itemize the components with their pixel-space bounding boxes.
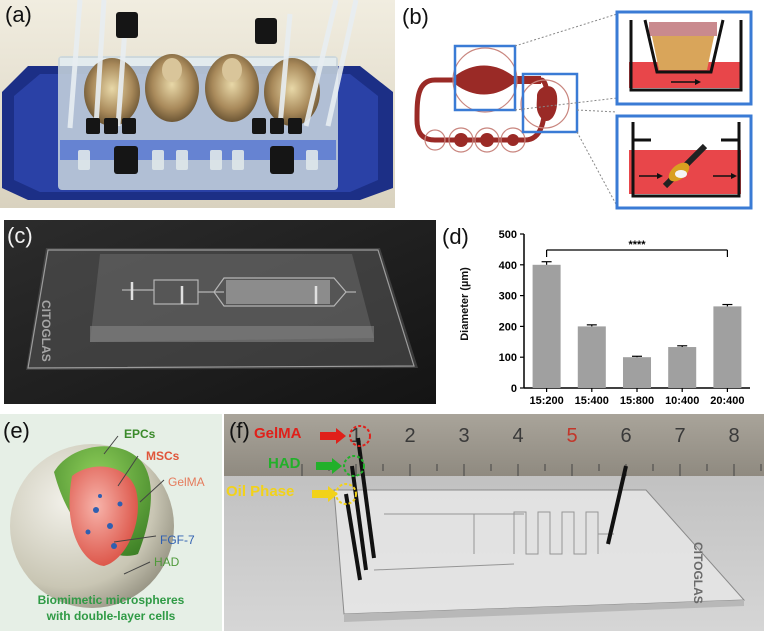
label-epcs: EPCs	[124, 427, 156, 441]
x-tick-label: 15:800	[620, 395, 654, 407]
bar-chart: Diameter (µm) 010020030040050015:20015:4…	[499, 229, 750, 407]
panel-c: CITOGLAS (c)	[4, 220, 436, 404]
highlight-box-1	[453, 44, 517, 112]
label-fgf7: FGF-7	[160, 533, 195, 547]
caption-line-2: with double-layer cells	[46, 609, 176, 623]
panel-e: EPCs MSCs GelMA FGF-7 HAD Biomimetic mic…	[0, 414, 222, 631]
x-tick-label: 20:400	[710, 395, 744, 407]
ruler	[224, 414, 764, 476]
bar-20:400	[713, 306, 742, 388]
culture-chambers	[84, 54, 320, 126]
panel-f: 1 2 3 4 5 6 7 8 CITOGLAS GelMA HAD Oil Phase (f…	[224, 414, 764, 631]
y-tick-label: 300	[499, 291, 517, 303]
inset-bottom	[615, 114, 753, 210]
slide-brand-text: CITOGLAS	[691, 542, 705, 604]
caption-line-1: Biomimetic microspheres	[38, 593, 185, 607]
panel-f-photo: 1 2 3 4 5 6 7 8 CITOGLAS	[224, 414, 764, 631]
serpentine-channel	[373, 511, 614, 571]
ruler-number: 2	[404, 425, 415, 447]
bar-15:200	[532, 264, 561, 388]
x-tick-label: 10:400	[665, 395, 699, 407]
y-tick-label: 200	[499, 321, 517, 333]
panel-d: Diameter (µm) 0 100 200 300 400 500 15:200 15:4…	[440, 222, 764, 410]
ruler-number: 1	[350, 425, 361, 447]
panel-label-a: (a)	[5, 2, 32, 27]
ruler-number: 8	[728, 425, 739, 447]
significance-label: ****	[628, 239, 646, 251]
inlet-needles	[344, 437, 628, 581]
microchannel	[122, 277, 356, 307]
inset-top	[615, 10, 753, 106]
panel-label-b: (b)	[402, 4, 429, 29]
ruler-number: 7	[674, 425, 685, 447]
bar-10:400	[668, 347, 697, 388]
x-tick-label: 15:200	[529, 395, 563, 407]
panel-b-schematic	[395, 0, 764, 216]
ruler-number: 3	[458, 425, 469, 447]
panel-a: (a)	[0, 0, 395, 208]
annotation-lines	[103, 435, 165, 575]
label-had: HAD	[154, 555, 180, 569]
ruler-number: 5	[566, 425, 577, 447]
y-axis-title: Diameter (µm)	[459, 267, 471, 341]
input-label-gelma: GelMA	[254, 425, 302, 442]
panel-label-d: (d)	[442, 224, 469, 249]
label-gelma: GelMA	[168, 475, 205, 489]
y-tick-label: 500	[499, 229, 517, 241]
panel-a-photo	[0, 0, 395, 208]
label-mscs: MSCs	[146, 449, 180, 463]
ruler-number: 4	[512, 425, 523, 447]
black-caps	[86, 12, 302, 174]
panel-label-f: (f)	[229, 418, 250, 443]
glass-chip	[334, 490, 744, 614]
y-tick-label: 0	[511, 383, 517, 395]
y-tick-label: 400	[499, 260, 517, 272]
x-tick-label: 15:400	[575, 395, 609, 407]
ruler-numbers: 1 2 3 4 5 6 7 8	[350, 425, 739, 447]
panel-c-photo: CITOGLAS	[4, 220, 436, 404]
panel-label-e: (e)	[3, 418, 30, 443]
bar-15:800	[622, 357, 652, 388]
panel-label-c: (c)	[7, 223, 33, 248]
input-label-oil-phase: Oil Phase	[226, 483, 295, 500]
fgf7-dots	[85, 494, 123, 549]
input-label-had: HAD	[268, 455, 301, 472]
slide-brand-text: CITOGLAS	[39, 300, 53, 362]
panel-e-illustration: EPCs MSCs GelMA FGF-7 HAD Biomimetic mic…	[0, 414, 222, 631]
panel-b: (b)	[395, 0, 764, 216]
bar-15:400	[577, 326, 606, 388]
channel-outline-circles	[424, 47, 570, 153]
ruler-number: 6	[620, 425, 631, 447]
y-tick-label: 100	[499, 352, 517, 364]
highlight-box-2	[521, 72, 579, 134]
